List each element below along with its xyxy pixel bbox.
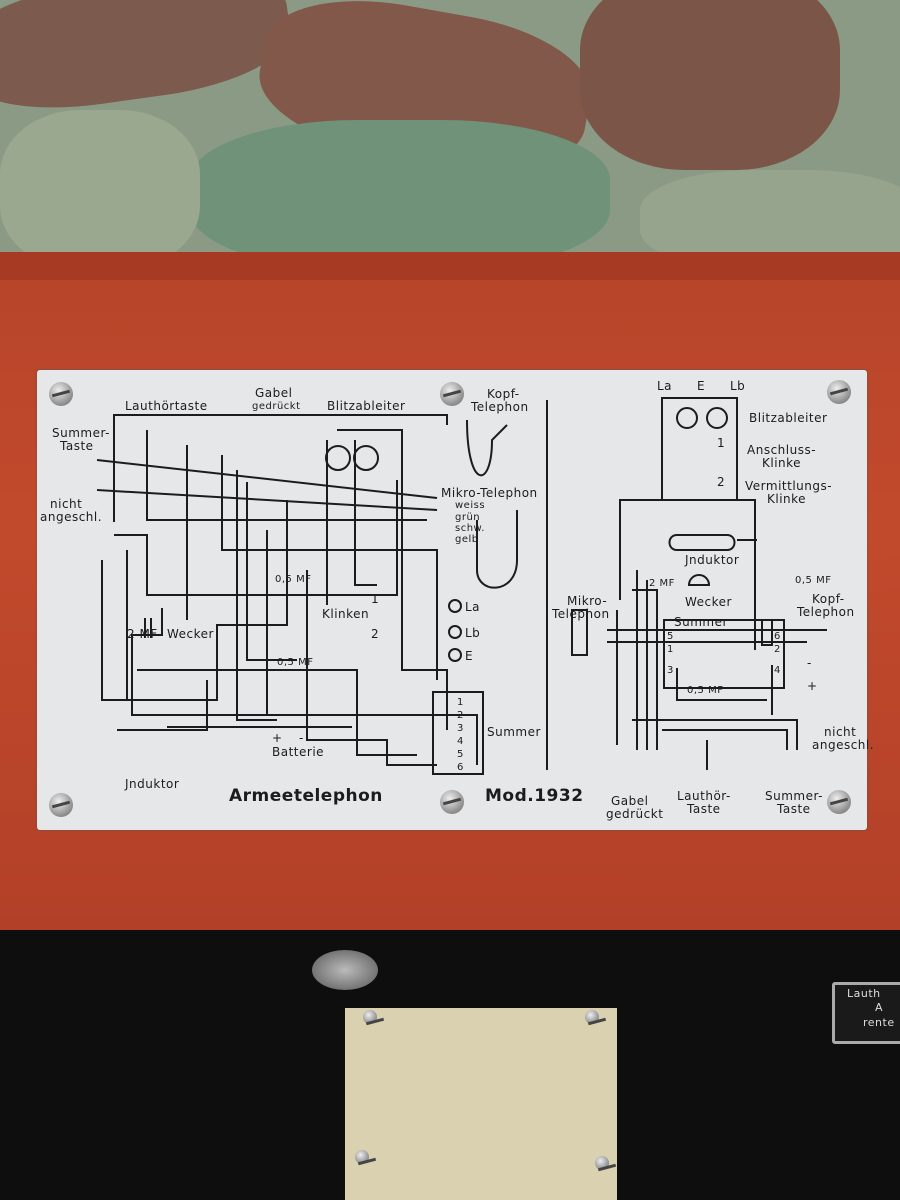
label-lauthoertaste: Lauthörtaste bbox=[125, 399, 208, 413]
screw bbox=[440, 790, 464, 814]
label-r-kopf-1: Kopf- bbox=[812, 592, 845, 606]
side-plate-line-3: rente bbox=[863, 1016, 895, 1029]
label-r-lb: Lb bbox=[730, 379, 746, 393]
label-r-num-1: 1 bbox=[717, 436, 726, 450]
label-gedrueckt: gedrückt bbox=[252, 401, 301, 412]
label-mikro-telephon: Mikro-Telephon bbox=[441, 486, 538, 500]
label-r-summer-taste-1: Summer- bbox=[765, 789, 823, 803]
camouflage-background bbox=[0, 0, 900, 255]
label-klinke-1: 1 bbox=[371, 592, 380, 606]
label-battery-minus: - bbox=[299, 731, 304, 745]
label-cap-2mf: 2 MF bbox=[127, 627, 158, 641]
screw bbox=[827, 380, 851, 404]
label-wire-gruen: grün bbox=[455, 512, 481, 523]
summer-terminal-2: 2 bbox=[457, 710, 464, 721]
label-summer: Summer bbox=[487, 725, 541, 739]
label-r-anschluss-2: Klinke bbox=[762, 456, 802, 470]
label-kopf: Kopf- bbox=[487, 387, 520, 401]
summer-terminal-5: 5 bbox=[457, 749, 464, 760]
schematic-wiring bbox=[96, 397, 827, 775]
label-angeschl: angeschl. bbox=[40, 510, 103, 524]
label-r-induktor: Jnduktor bbox=[685, 553, 740, 567]
r-summer-terminal-3: 3 bbox=[667, 665, 674, 676]
label-batterie: Batterie bbox=[272, 745, 325, 759]
label-wire-weiss: weiss bbox=[455, 500, 486, 511]
label-r-lauthoer-2: Taste bbox=[687, 802, 721, 816]
label-klinken: Klinken bbox=[322, 607, 370, 621]
label-r-num-2: 2 bbox=[717, 475, 726, 489]
label-gabel: Gabel bbox=[255, 386, 293, 400]
r-summer-terminal-6: 6 bbox=[774, 631, 781, 642]
label-telephon: Telephon bbox=[471, 400, 529, 414]
label-lb: Lb bbox=[465, 626, 481, 640]
label-battery-plus: + bbox=[272, 731, 283, 745]
label-wire-gelb: gelb bbox=[455, 534, 479, 545]
label-r-gabel-1: Gabel bbox=[611, 794, 649, 808]
r-summer-terminal-4: 4 bbox=[774, 665, 781, 676]
screw bbox=[585, 1010, 599, 1024]
label-r-mikro-2: Telephon bbox=[552, 607, 610, 621]
label-wire-schw: schw. bbox=[455, 523, 485, 534]
label-blitzableiter: Blitzableiter bbox=[327, 399, 406, 413]
label-la: La bbox=[465, 600, 481, 614]
label-r-e: E bbox=[697, 379, 706, 393]
label-r-summer-taste-2: Taste bbox=[777, 802, 811, 816]
label-r-lauthoer-1: Lauthör- bbox=[677, 789, 731, 803]
label-r-cap-2mf: 2 MF bbox=[649, 578, 675, 589]
label-r-vermittlungs-1: Vermittlungs- bbox=[745, 479, 833, 493]
label-r-kopf-2: Telephon bbox=[797, 605, 855, 619]
side-label-plate: Lauth A rente bbox=[832, 982, 900, 1044]
label-r-anschluss-1: Anschluss- bbox=[747, 443, 817, 457]
label-r-blitzableiter: Blitzableiter bbox=[749, 411, 828, 425]
screw bbox=[440, 382, 464, 406]
plate-model: Mod.1932 bbox=[485, 786, 584, 806]
screw bbox=[49, 382, 73, 406]
label-nicht: nicht bbox=[50, 497, 83, 511]
label-r-gabel-2: gedrückt bbox=[606, 807, 664, 821]
r-summer-terminal-1: 1 bbox=[667, 644, 674, 655]
r-summer-terminal-5: 5 bbox=[667, 631, 674, 642]
summer-terminal-6: 6 bbox=[457, 762, 464, 773]
thumb-screw bbox=[312, 950, 378, 990]
label-induktor: Jnduktor bbox=[125, 777, 180, 791]
label-r-cap-05-bottom: 0,5 MF bbox=[687, 685, 724, 696]
label-cap-05-top: 0,5 MF bbox=[275, 574, 312, 585]
brass-plate bbox=[345, 1008, 617, 1200]
label-summer-taste-2: Taste bbox=[60, 439, 94, 453]
summer-terminal-1: 1 bbox=[457, 697, 464, 708]
label-r-cap-05: 0,5 MF bbox=[795, 575, 832, 586]
label-r-summer: Summer bbox=[674, 615, 728, 629]
screw bbox=[355, 1150, 369, 1164]
screw bbox=[827, 790, 851, 814]
wiring-diagram-plate: Lauthörtaste Gabel gedrückt Blitzableite… bbox=[37, 370, 874, 830]
side-plate-line-2: A bbox=[875, 1001, 884, 1014]
label-r-angeschl: angeschl. bbox=[812, 738, 875, 752]
label-e: E bbox=[465, 649, 474, 663]
label-summer-taste-1: Summer- bbox=[52, 426, 110, 440]
summer-terminal-3: 3 bbox=[457, 723, 464, 734]
label-r-nicht: nicht bbox=[824, 725, 857, 739]
wooden-case-top-edge bbox=[0, 252, 900, 280]
label-r-minus: - bbox=[807, 656, 812, 670]
label-wecker: Wecker bbox=[167, 627, 214, 641]
label-klinke-2: 2 bbox=[371, 627, 380, 641]
label-cap-05-bottom: 0,5 MF bbox=[277, 657, 314, 668]
screw bbox=[363, 1010, 377, 1024]
screw bbox=[595, 1156, 609, 1170]
r-summer-terminal-2: 2 bbox=[774, 644, 781, 655]
screw bbox=[49, 793, 73, 817]
plate-title: Armeetelephon bbox=[229, 786, 383, 806]
label-r-la: La bbox=[657, 379, 673, 393]
summer-terminal-4: 4 bbox=[457, 736, 464, 747]
label-r-wecker: Wecker bbox=[685, 595, 732, 609]
label-r-plus: + bbox=[807, 679, 818, 693]
side-plate-line-1: Lauth bbox=[847, 987, 881, 1000]
label-r-vermittlungs-2: Klinke bbox=[767, 492, 807, 506]
label-r-mikro-1: Mikro- bbox=[567, 594, 608, 608]
